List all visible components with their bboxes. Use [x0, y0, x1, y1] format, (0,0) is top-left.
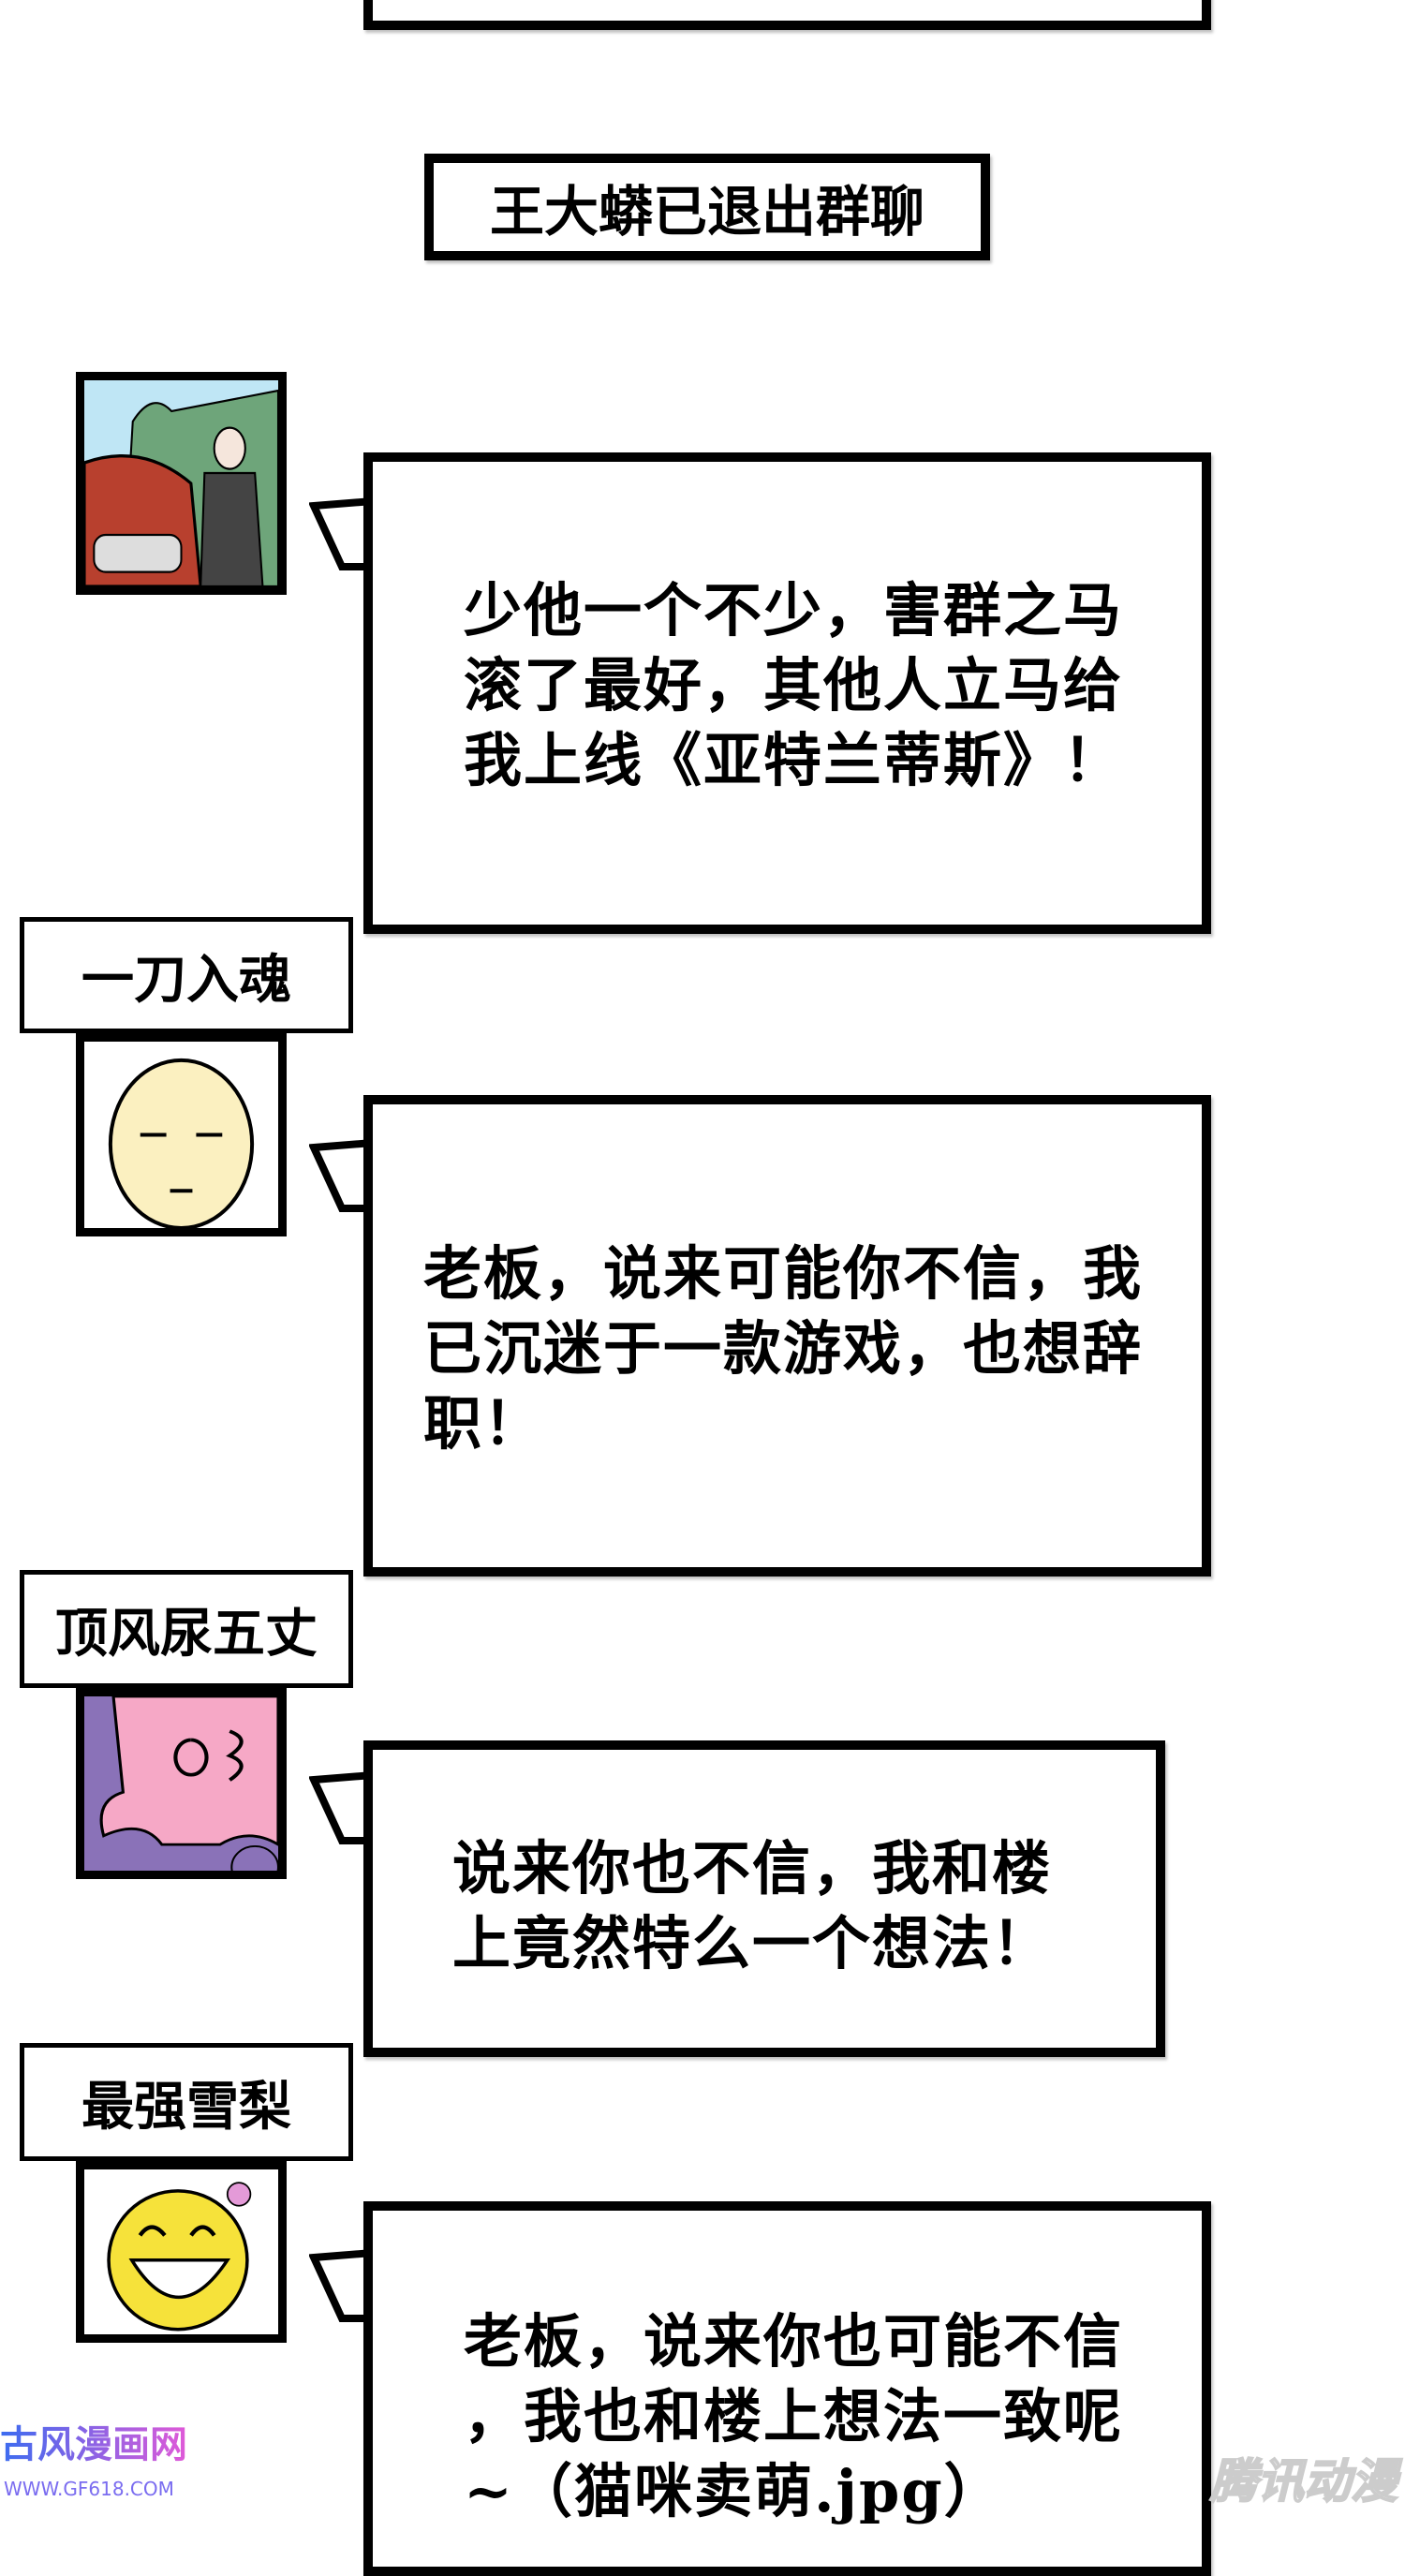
site-watermark-url: WWW.GF618.COM	[4, 2478, 174, 2500]
sender-name-label: 最强雪梨	[20, 2043, 353, 2161]
speech-bubble-tail	[309, 2249, 374, 2322]
system-message: 王大蟒已退出群聊	[424, 154, 990, 260]
message-bubble	[363, 1740, 1165, 2057]
message-text: 老板，说来你也可能不信 ，我也和楼上想法一致呢 ~（猫咪卖萌.jpg）	[464, 2307, 1124, 2525]
system-message-text: 王大蟒已退出群聊	[489, 180, 924, 244]
previous-message-bubble	[363, 0, 1211, 30]
bald-man-avatar[interactable]	[76, 1033, 287, 1236]
site-watermark: 古风漫画网	[0, 2423, 187, 2466]
sender-name-label: 顶风尿五丈	[20, 1570, 353, 1688]
man-with-car-avatar[interactable]	[76, 372, 287, 595]
pink-elephant-avatar[interactable]	[76, 1688, 287, 1879]
speech-bubble-tail	[309, 1771, 374, 1844]
sender-name-label: 一刀入魂	[20, 917, 353, 1033]
speech-bubble-tail	[309, 1139, 374, 1212]
speech-bubble-tail	[309, 497, 374, 570]
message-text: 说来你也不信，我和楼 上竟然特么一个想法！	[452, 1834, 1053, 1977]
publisher-watermark: 腾讯动漫	[1209, 2454, 1398, 2509]
message-text: 老板，说来可能你不信，我 已沉迷于一款游戏，也想辞 职！	[423, 1239, 1144, 1458]
message-bubble	[363, 452, 1211, 934]
message-text: 少他一个不少，害群之马 滚了最好，其他人立马给 我上线《亚特兰蒂斯》！	[464, 576, 1124, 794]
message-bubble	[363, 1095, 1211, 1577]
laughing-smiley-avatar[interactable]	[76, 2161, 287, 2343]
